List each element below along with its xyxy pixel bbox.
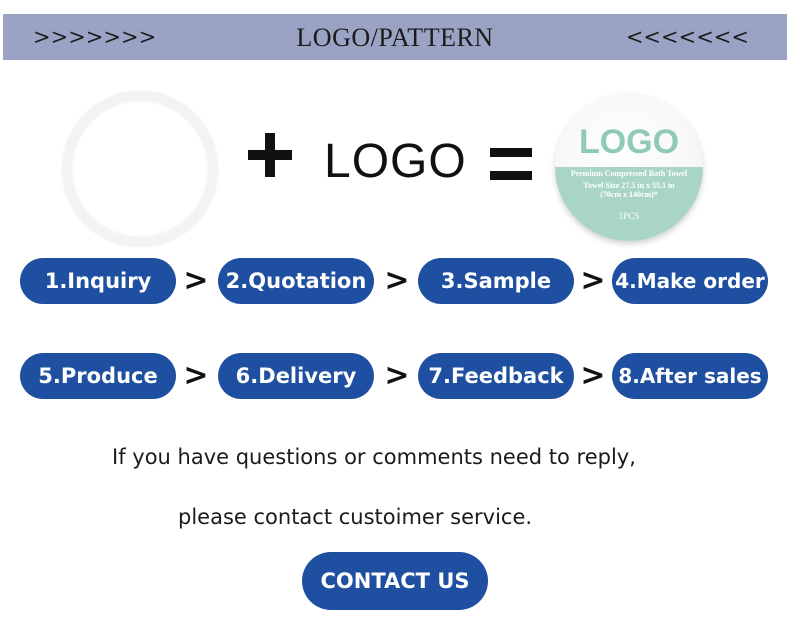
- product-count: 1PCS: [618, 211, 640, 221]
- contact-us-button[interactable]: CONTACT US: [302, 552, 488, 610]
- product-label-band: [555, 167, 703, 241]
- step-separator-icon: >: [580, 263, 606, 298]
- header-title: LOGO/PATTERN: [296, 23, 494, 52]
- product-size: Towel Size 27.5 in x 55.1 in (70cm x 140…: [573, 181, 685, 199]
- step-inquiry: 1.Inquiry: [20, 258, 176, 304]
- logo-word: LOGO: [324, 135, 467, 188]
- equals-top-bar: [490, 148, 532, 157]
- blank-towel-image: [62, 91, 218, 247]
- plus-vertical-bar: [265, 133, 275, 177]
- equals-icon: [490, 148, 532, 180]
- step-after-sales: 8.After sales: [612, 353, 768, 399]
- step-produce: 5.Produce: [20, 353, 176, 399]
- product-size-line1: Towel Size 27.5 in x 55.1 in: [583, 181, 675, 190]
- step-separator-icon: >: [183, 358, 209, 393]
- message-line-1: If you have questions or comments need t…: [112, 445, 636, 469]
- header-arrows-right: <<<<<<<: [625, 25, 749, 49]
- step-separator-icon: >: [580, 358, 606, 393]
- header-band: >>>>>>> LOGO/PATTERN <<<<<<<: [3, 14, 787, 60]
- step-sample: 3.Sample: [418, 258, 574, 304]
- product-subtitle: Premium Compressed Bath Towel: [570, 169, 688, 178]
- step-separator-icon: >: [183, 263, 209, 298]
- product-size-line2: (70cm x 140cm)*: [600, 190, 658, 199]
- product-logo-text: LOGO: [578, 123, 680, 161]
- step-separator-icon: >: [384, 263, 410, 298]
- plus-icon: [248, 133, 292, 177]
- step-separator-icon: >: [384, 358, 410, 393]
- step-delivery: 6.Delivery: [218, 353, 374, 399]
- message-line-2: please contact custoimer service.: [178, 505, 533, 529]
- step-make-order: 4.Make order: [612, 258, 768, 304]
- step-feedback: 7.Feedback: [418, 353, 574, 399]
- step-quotation: 2.Quotation: [218, 258, 374, 304]
- header-arrows-left: >>>>>>>: [33, 25, 157, 49]
- equals-bottom-bar: [490, 171, 532, 180]
- product-image: LOGO Premium Compressed Bath Towel Towel…: [555, 93, 703, 241]
